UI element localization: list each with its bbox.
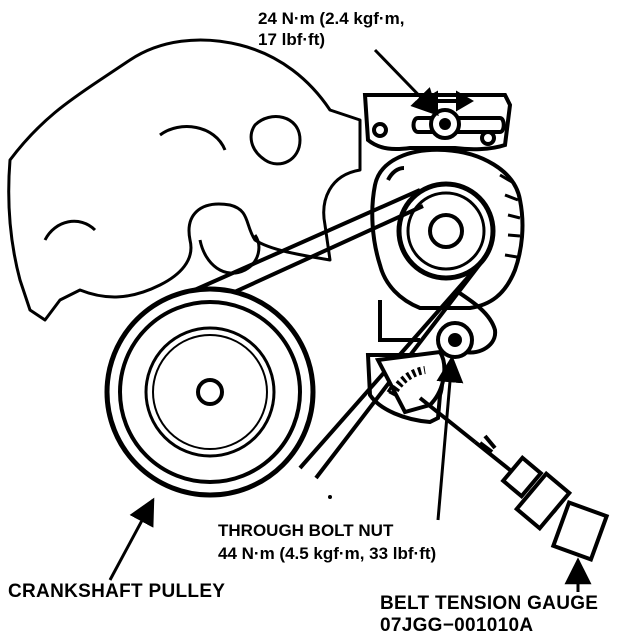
belt-tension-gauge	[374, 349, 610, 563]
top-torque-line1: 24 N·m (2.4 kgf·m,	[258, 9, 405, 28]
leader-arrows	[108, 48, 592, 592]
speck	[328, 495, 332, 499]
top-torque-line2: 17 lbf·ft)	[258, 30, 326, 49]
gauge-part-number: 07JGG−001010A	[380, 615, 534, 636]
adjuster-bolt	[429, 108, 461, 140]
crankshaft-pulley-label: CRANKSHAFT PULLEY	[8, 581, 226, 602]
through-bolt-torque: 44 N·m (4.5 kgf·m, 33 lbf·ft)	[218, 544, 437, 563]
through-bolt-title: THROUGH BOLT NUT	[218, 521, 394, 540]
engine-block-outline	[7, 38, 362, 322]
gauge-title: BELT TENSION GAUGE	[380, 593, 599, 614]
through-bolt-nut	[436, 321, 474, 359]
crankshaft-pulley	[104, 286, 316, 498]
